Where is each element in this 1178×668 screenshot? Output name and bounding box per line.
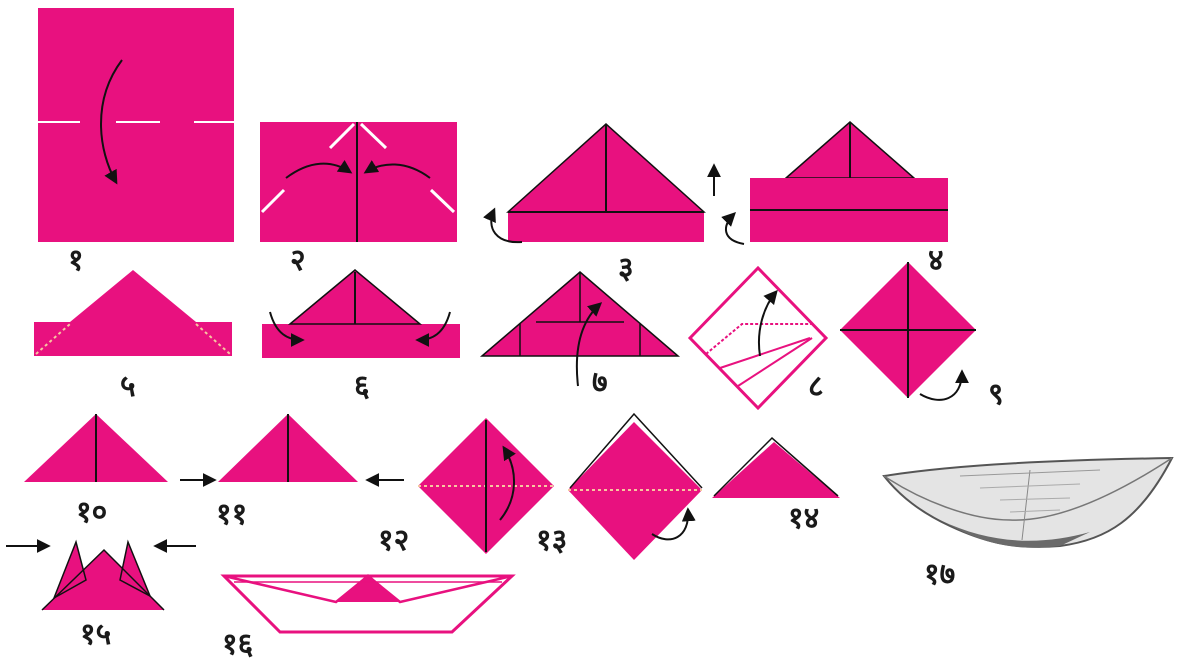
step-6-number: ६ [354,372,370,402]
step-4-number: ४ [928,246,944,276]
step-1-number: १ [68,246,84,276]
step-9-figure [840,262,976,400]
step-10-number: १० [76,498,107,528]
step-17-number: १७ [924,560,955,590]
step-2-number: २ [290,246,306,276]
step-9-number: ९ [988,380,1004,410]
step-7-figure [482,272,678,386]
step-5-number: ५ [120,372,136,402]
step-7-number: ७ [592,368,608,398]
step-11-number: ११ [216,500,247,530]
step-15-figure [6,542,196,610]
step-2-figure [260,122,457,242]
step-15-number: १५ [80,620,111,650]
step-11-figure [180,414,404,482]
step-13-figure [568,414,702,560]
step-14-number: १४ [788,504,819,534]
step-6-figure [262,270,460,358]
step-14-figure [712,438,840,498]
step-8-figure [690,268,826,408]
step-16-number: १६ [222,630,253,660]
step-8-number: ८ [808,372,824,402]
step-13-number: १३ [536,526,567,556]
step-17-figure [884,458,1172,548]
flip-arrow [726,214,744,244]
step-5-figure [34,270,232,356]
step-3-number: ३ [618,254,634,284]
step-3-figure [491,124,714,242]
step-1-figure [38,8,234,242]
step-12-figure [418,418,554,554]
step-10-figure [24,414,168,482]
step-16-figure [224,574,512,632]
step-4-figure [726,122,948,244]
step-12-number: १२ [378,526,409,556]
